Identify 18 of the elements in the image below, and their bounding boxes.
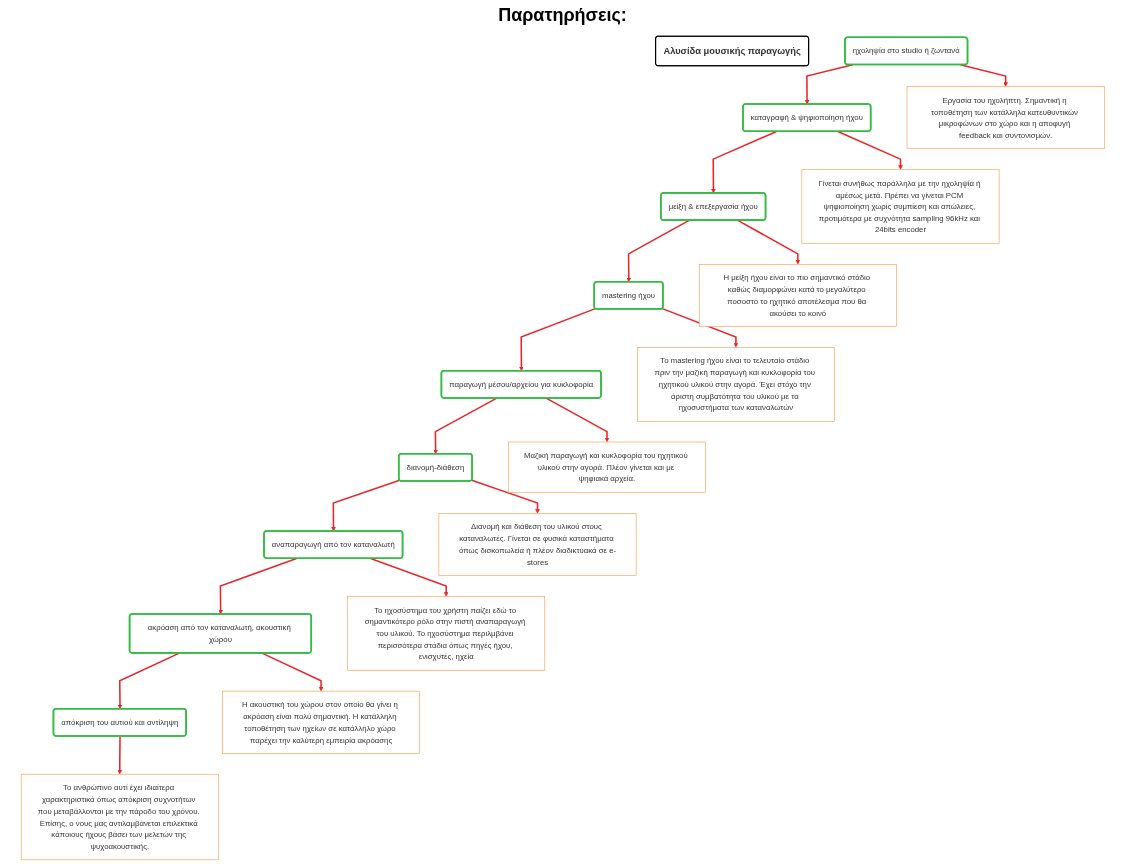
arrow — [804, 64, 854, 105]
arrow — [836, 130, 903, 170]
arrow — [218, 557, 298, 615]
arrow — [710, 130, 777, 194]
arrow — [736, 219, 800, 265]
arrow — [626, 219, 690, 283]
arrow — [518, 307, 596, 372]
arrow — [959, 64, 1008, 87]
column-heading: Παρατηρήσεις: — [498, 4, 627, 27]
arrow — [331, 479, 401, 532]
arrow — [369, 557, 449, 597]
arrow — [433, 397, 498, 455]
arrow — [661, 307, 738, 348]
arrow — [545, 397, 610, 443]
arrow — [117, 735, 122, 775]
arrow — [117, 652, 180, 710]
arrow — [261, 652, 324, 692]
arrow — [470, 479, 540, 514]
